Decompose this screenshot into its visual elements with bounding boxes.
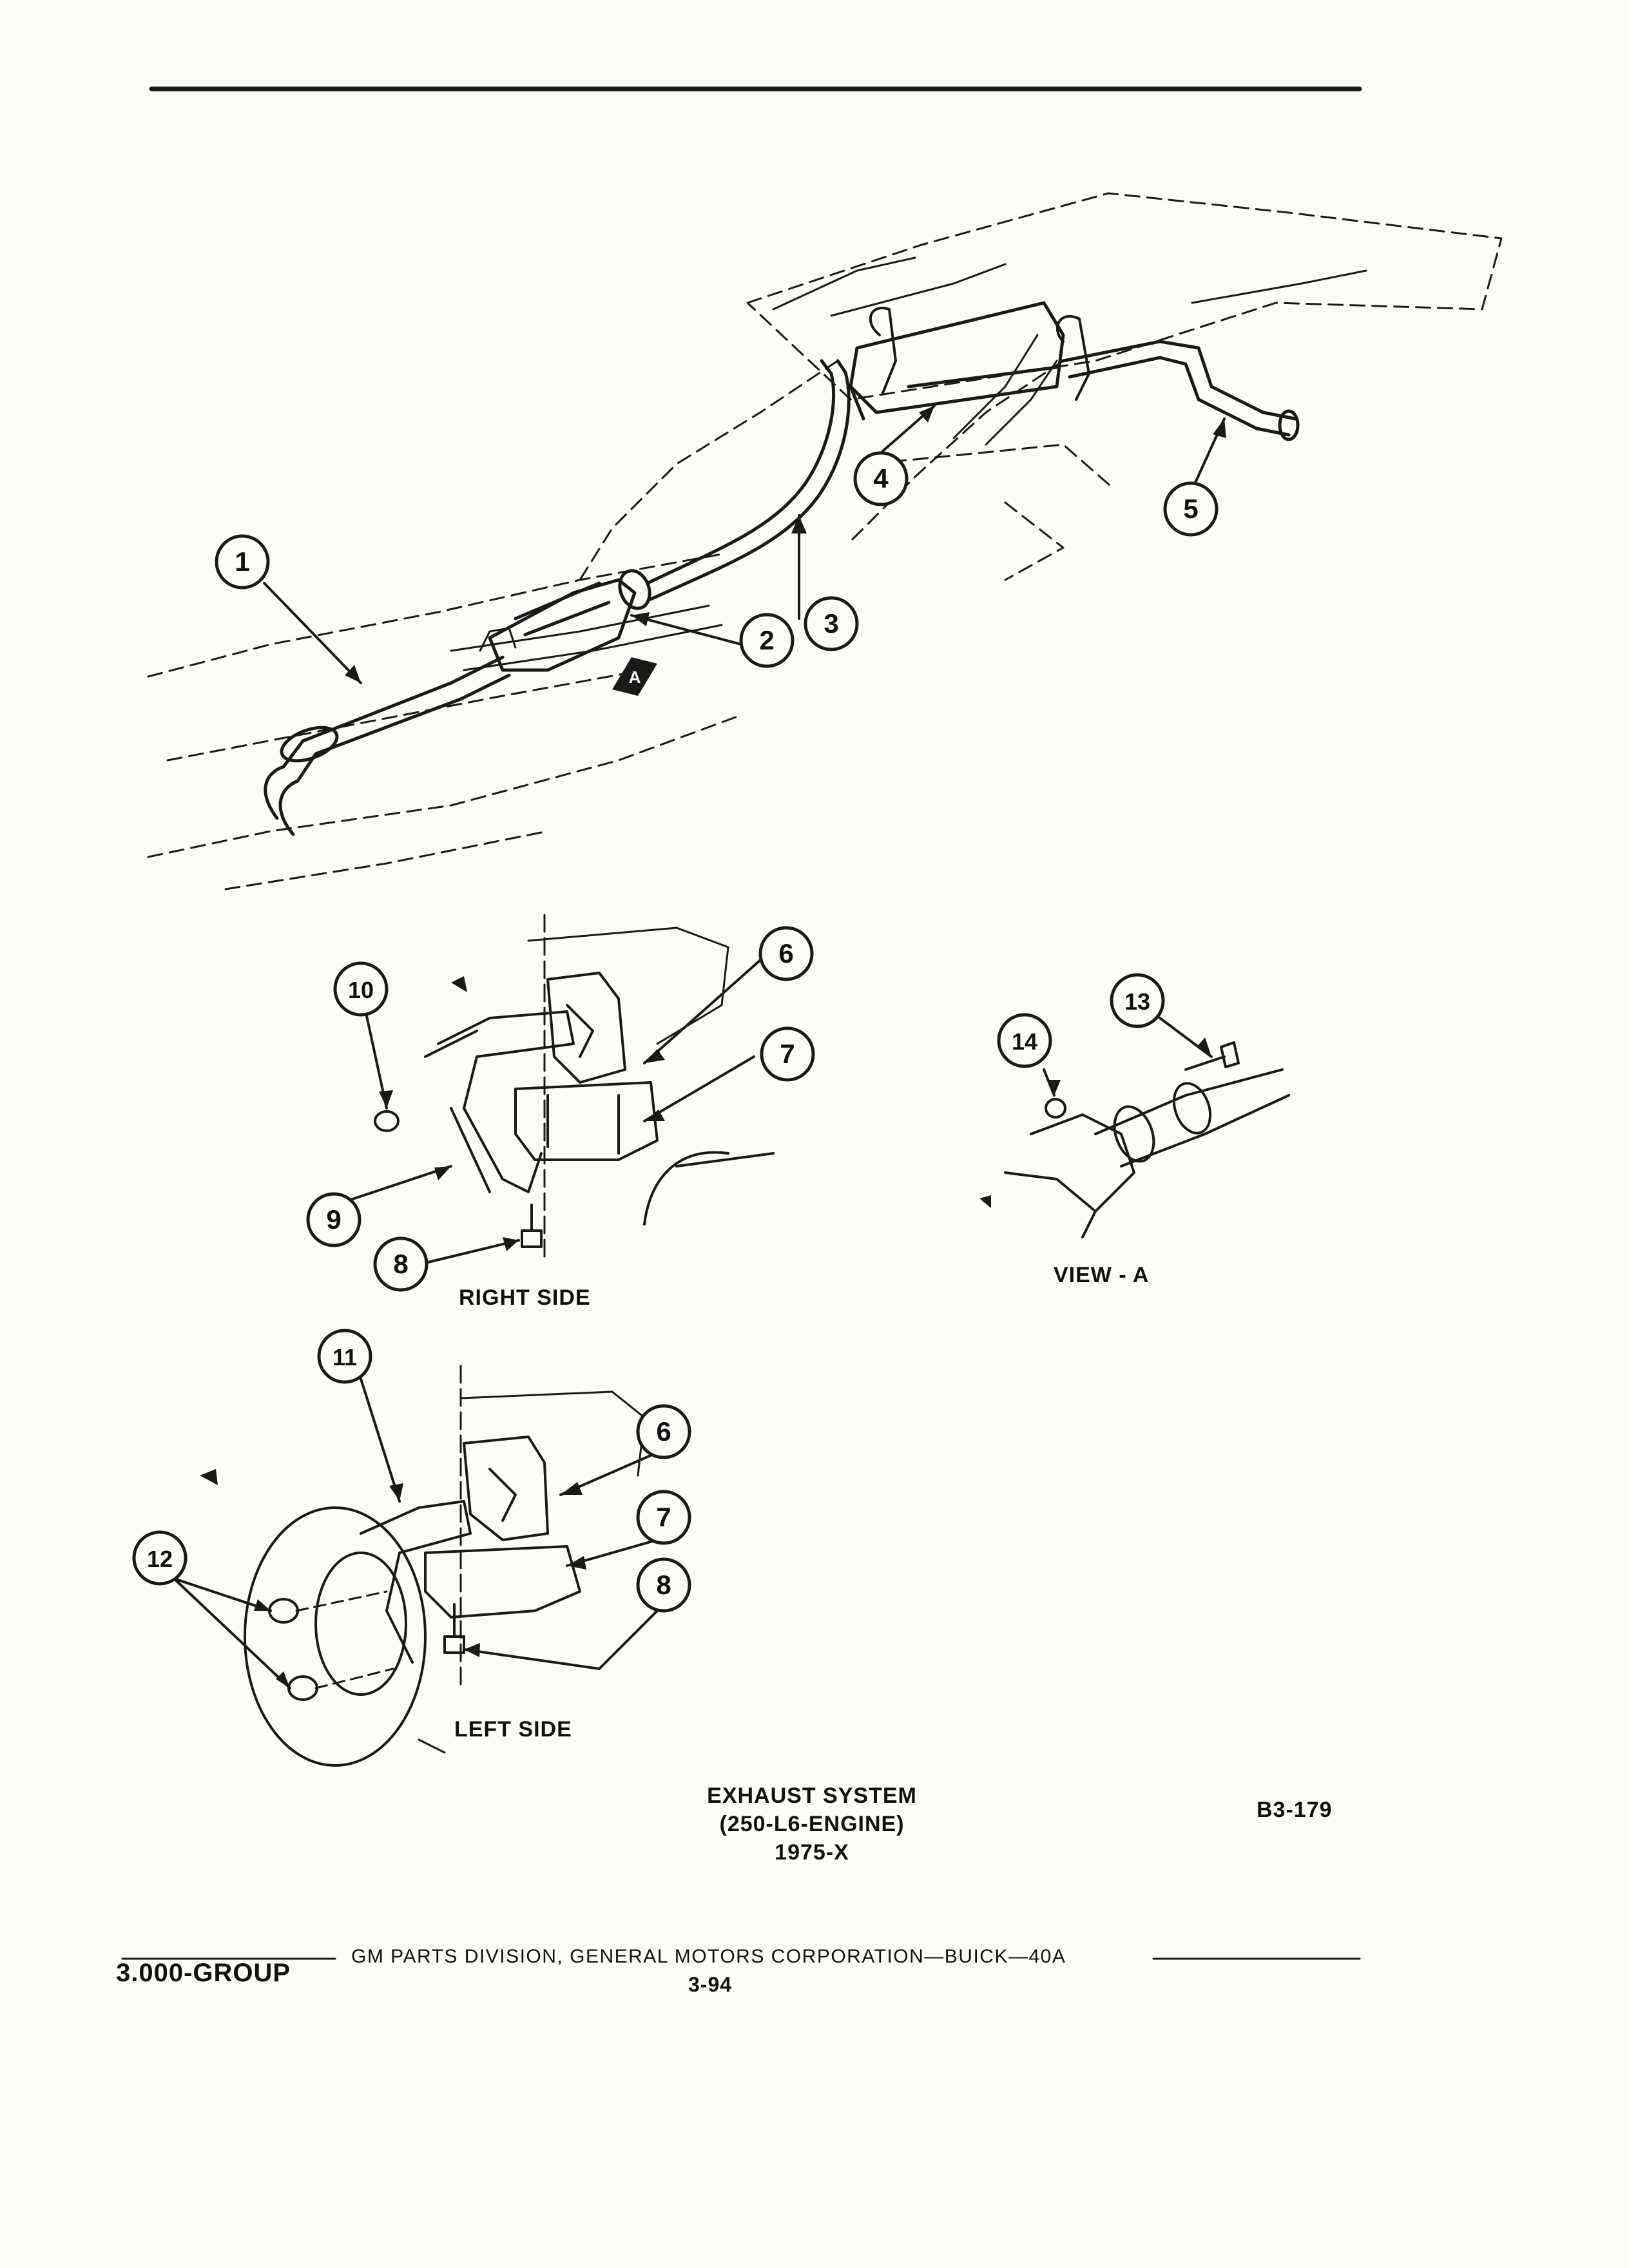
callout-1: 1: [215, 534, 270, 590]
callout-6: 6: [758, 926, 814, 981]
callout-12: 12: [132, 1530, 188, 1586]
callout-number: 13: [1124, 988, 1150, 1015]
left-side-label: LEFT SIDE: [454, 1717, 572, 1742]
caption-line-2: (250-L6-ENGINE): [719, 1812, 905, 1836]
callout-11: 11: [317, 1329, 372, 1384]
callout-number: 6: [656, 1416, 671, 1446]
callout-number: 7: [780, 1039, 795, 1069]
callout-7: 7: [636, 1490, 691, 1545]
figure-code: B3-179: [1257, 1798, 1333, 1822]
callout-number: 7: [656, 1502, 671, 1532]
callout-number: 11: [333, 1344, 357, 1370]
view-a-label: VIEW - A: [1054, 1263, 1150, 1287]
callout-number: 3: [824, 608, 838, 639]
view-a-detail: [979, 1041, 1290, 1238]
callout-number: 1: [235, 546, 249, 577]
callout-5: 5: [1163, 481, 1219, 537]
chassis-frame-outline: [147, 192, 1503, 890]
callout-9: 9: [306, 1192, 361, 1247]
callout-4: 4: [853, 451, 909, 506]
callout-7: 7: [760, 1026, 815, 1082]
callout-number: 6: [778, 938, 793, 968]
right-side-label: RIGHT SIDE: [459, 1285, 591, 1310]
right-side-detail: [374, 914, 775, 1258]
callout-number: 4: [873, 463, 889, 494]
callout-10: 10: [333, 961, 389, 1017]
caption-line-1: EXHAUST SYSTEM: [707, 1783, 917, 1808]
callout-3: 3: [804, 596, 859, 651]
callout-13: 13: [1110, 973, 1165, 1028]
callout-number: 8: [393, 1249, 408, 1279]
callout-14: 14: [997, 1013, 1052, 1068]
footer-page-number: 3-94: [688, 1973, 733, 1996]
figure-caption: EXHAUST SYSTEM (250-L6-ENGINE) 1975-X: [644, 1782, 979, 1867]
view-a-marker: A: [612, 657, 657, 696]
callout-number: 2: [759, 625, 774, 655]
callout-number: 12: [147, 1546, 173, 1572]
chassis-frame-rails: [450, 256, 1367, 671]
footer-group: 3.000-GROUP: [116, 1959, 291, 1987]
exhaust-pipe-run: [264, 301, 1300, 836]
view-a-marker-letter: A: [629, 668, 641, 687]
callout-number: 10: [348, 977, 374, 1003]
callout-number: 8: [656, 1570, 671, 1600]
callout-number: 14: [1012, 1028, 1037, 1055]
callout-8: 8: [373, 1236, 429, 1292]
footer-publisher: GM PARTS DIVISION, GENERAL MOTORS CORPOR…: [351, 1946, 1066, 1967]
caption-line-3: 1975-X: [775, 1840, 849, 1865]
callout-8: 8: [636, 1557, 691, 1613]
left-side-detail: [200, 1365, 646, 1767]
callout-number: 5: [1183, 494, 1198, 524]
leader-lines: [173, 405, 1226, 1689]
leader-arrowheads: [254, 406, 1226, 1688]
callout-6: 6: [636, 1404, 691, 1459]
callout-number: 9: [326, 1204, 341, 1235]
callout-2: 2: [739, 613, 795, 668]
